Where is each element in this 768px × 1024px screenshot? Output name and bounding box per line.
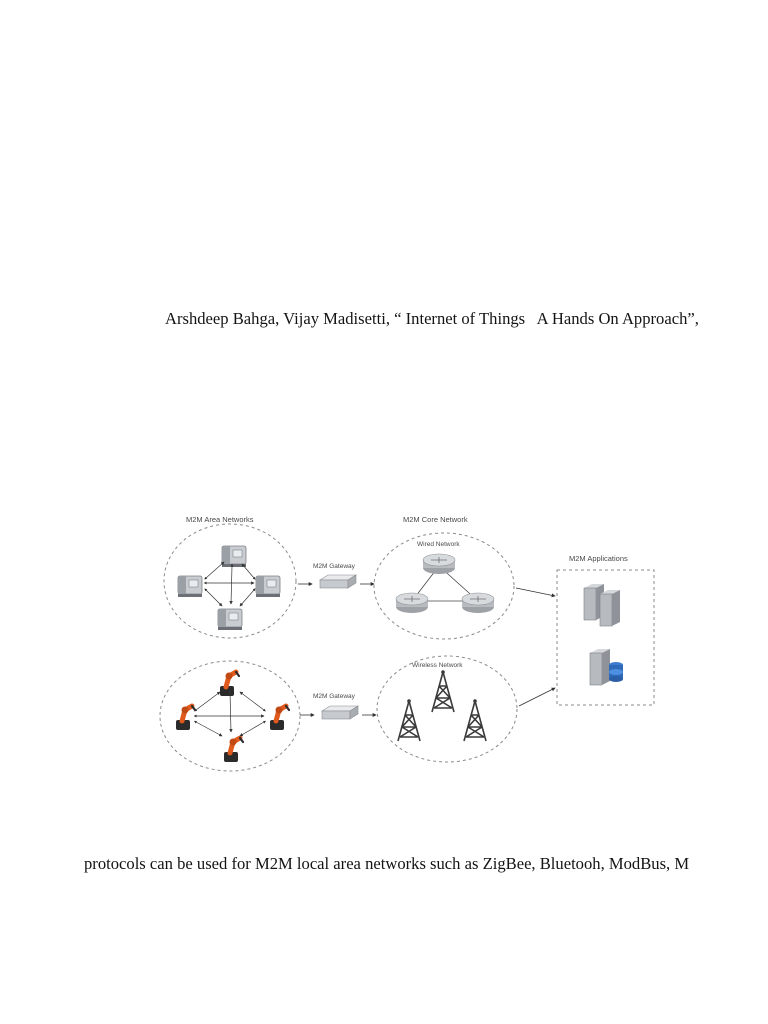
industrial-robot-icon: [224, 738, 243, 762]
area-network-bottom-boundary: [159, 660, 301, 772]
body-sentence: protocols can be used for M2M local area…: [84, 854, 690, 873]
server-icon: [599, 589, 621, 627]
industrial-robot-icon: [270, 706, 289, 730]
link-wired-to-applications: [515, 587, 556, 598]
m2m-gateway-icon: [321, 705, 359, 720]
wired-network-label: Wired Network: [417, 541, 460, 548]
applications-boundary: [556, 569, 655, 706]
cell-tower-icon: [431, 669, 455, 713]
m2m-gateway-icon: [319, 574, 357, 589]
wireless-network-label: Wireless Network: [412, 662, 463, 669]
core-network-title: M2M Core Network: [403, 515, 468, 524]
server-icon: [589, 648, 611, 686]
link-wireless-to-applications: [518, 687, 556, 707]
m2m-architecture-figure: M2M Area Networks M2M Gateway M2M Core N…: [159, 515, 655, 772]
applications-title: M2M Applications: [569, 554, 628, 563]
cell-tower-icon: [397, 698, 421, 742]
industrial-robot-icon: [220, 672, 239, 696]
cnc-machine-icon: [217, 608, 243, 631]
wireless-network-boundary: [376, 655, 518, 763]
cnc-machine-icon: [255, 575, 281, 598]
area-networks-title: M2M Area Networks: [186, 515, 254, 524]
gateway-label-top: M2M Gateway: [313, 563, 356, 570]
cnc-machine-icon: [221, 545, 247, 568]
area-links-top: [203, 561, 256, 607]
database-icon: [609, 662, 623, 682]
cell-tower-icon: [463, 698, 487, 742]
gateway-label-bottom: M2M Gateway: [313, 693, 356, 700]
area-links-bottom: [193, 689, 267, 737]
area-network-top-boundary: [163, 523, 297, 639]
citation-line: Arshdeep Bahga, Vijay Madisetti, “ Inter…: [165, 309, 699, 328]
cnc-machine-icon: [177, 575, 203, 598]
industrial-robot-icon: [176, 706, 195, 730]
router-icon: [422, 553, 456, 575]
router-icon: [395, 592, 429, 614]
router-icon: [461, 592, 495, 614]
wired-network-boundary: [373, 532, 515, 640]
